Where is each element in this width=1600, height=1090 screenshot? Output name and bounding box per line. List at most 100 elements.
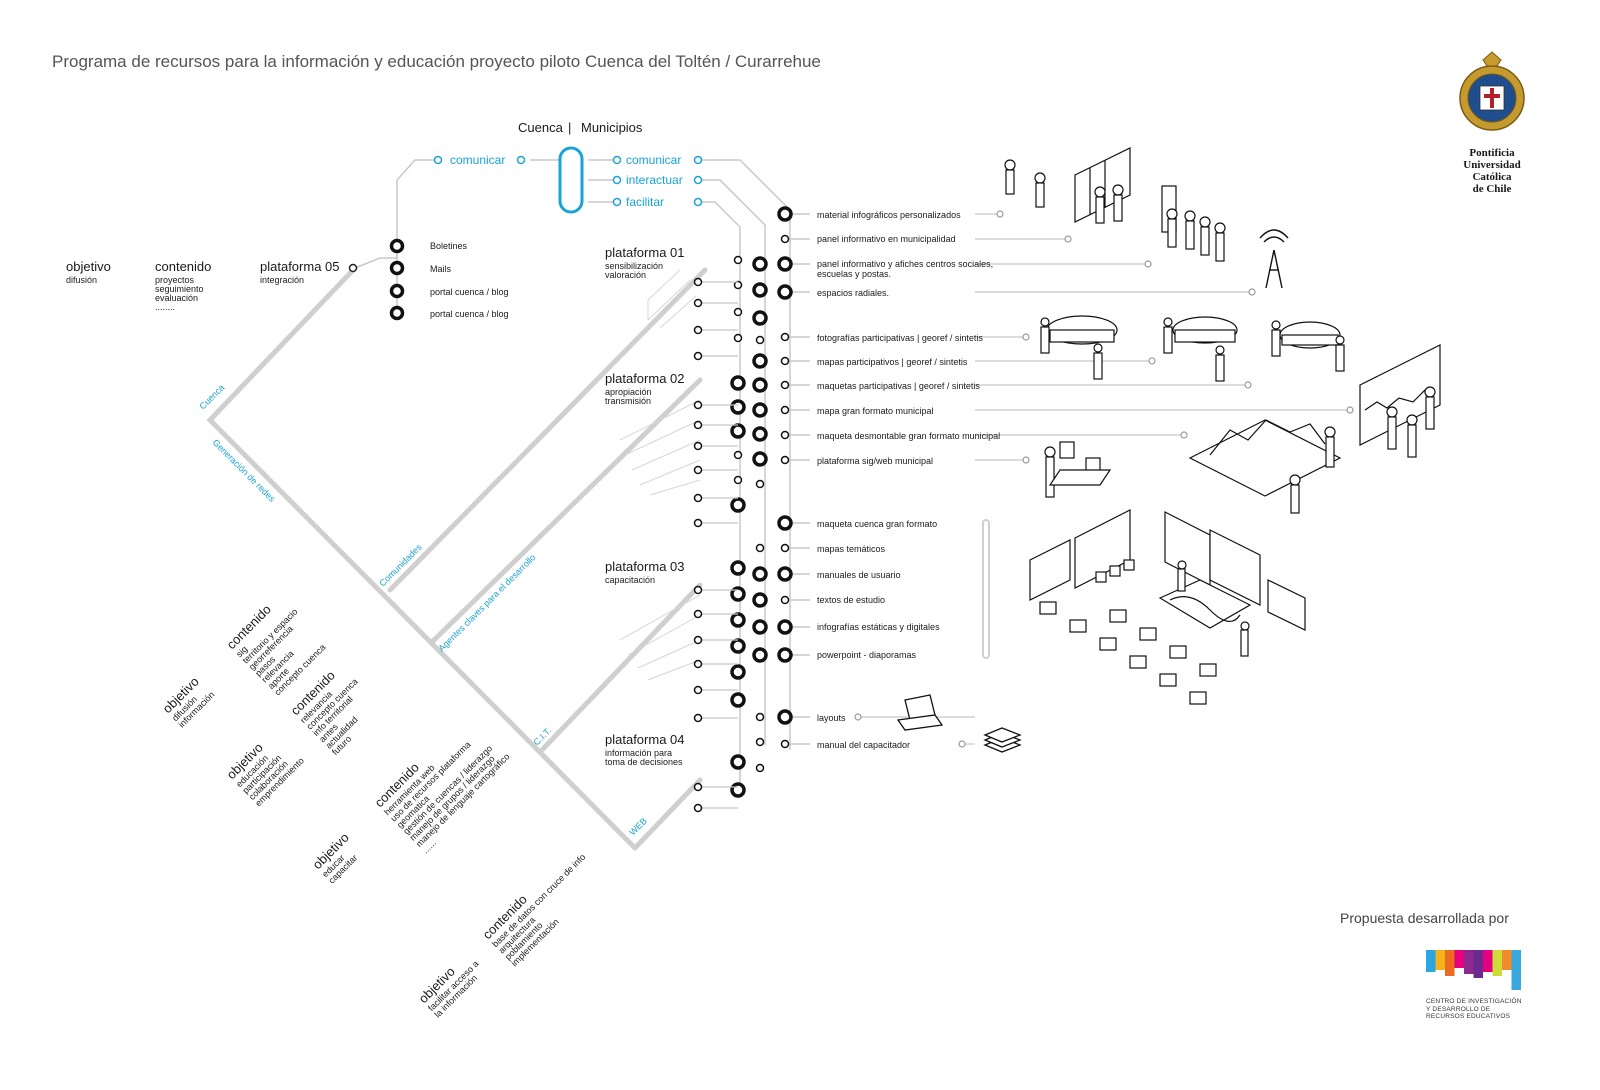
entry-node xyxy=(693,420,703,430)
legend-contenido-1: proyectos xyxy=(155,275,195,285)
rotated-block-4: objetivo educación participación colabor… xyxy=(224,740,306,808)
entry-node xyxy=(693,441,703,451)
legend-objetivo-val: difusión xyxy=(66,275,97,285)
matrix-node-small xyxy=(755,763,765,773)
resource-end-dot xyxy=(1148,357,1156,365)
platform-04-name: plataforma 04 xyxy=(605,732,685,747)
entry-node xyxy=(693,400,703,410)
resource-node xyxy=(777,284,793,300)
resource-15: infografías estáticas y digitales xyxy=(817,622,940,632)
comunicar-left-node xyxy=(433,155,443,165)
matrix-node xyxy=(730,375,746,391)
comunicar-left-label: comunicar xyxy=(450,153,505,167)
comunicar-right-label: comunicar xyxy=(626,153,681,167)
matrix-node xyxy=(730,664,746,680)
tree-lines xyxy=(206,265,708,851)
uc-logo: Pontificia Universidad Católica de Chile xyxy=(1452,50,1532,195)
matrix-node xyxy=(752,402,768,418)
resource-4: espacios radiales. xyxy=(817,288,889,298)
platform-01-name: plataforma 01 xyxy=(605,245,685,260)
antenna-icon xyxy=(1259,229,1289,289)
cider-logo-bar xyxy=(1511,950,1521,990)
p5-item-4: portal cuenca / blog xyxy=(430,309,509,319)
matrix-node xyxy=(752,566,768,582)
resource-node xyxy=(777,256,793,272)
resource-node xyxy=(777,206,793,222)
resource-3a: panel informativo y afiches centros soci… xyxy=(817,259,993,269)
matrix-node-small xyxy=(733,450,743,460)
matrix-node xyxy=(752,592,768,608)
rotated-block-8: objetivo facilitar acceso a la informaci… xyxy=(416,959,481,1020)
matrix-node-small xyxy=(733,333,743,343)
cider-logo-bar xyxy=(1426,950,1436,972)
resource-node-small xyxy=(780,332,790,342)
resource-end-dot xyxy=(1022,333,1030,341)
blue-capsule xyxy=(558,146,584,214)
matrix-node xyxy=(752,647,768,663)
credit-text: Propuesta desarrollada por xyxy=(1340,910,1509,926)
resource-node-small xyxy=(780,455,790,465)
resource-8: mapa gran formato municipal xyxy=(817,406,934,416)
resource-10: plataforma sig/web municipal xyxy=(817,456,933,466)
cider-text-line: CENTRO DE INVESTIGACIÓN xyxy=(1426,998,1522,1005)
resource-node-small xyxy=(780,595,790,605)
resource-1: material infográficos personalizados xyxy=(817,210,961,220)
entry-node xyxy=(693,465,703,475)
uc-seal-icon xyxy=(1459,51,1525,131)
matrix-node xyxy=(752,282,768,298)
resource-node xyxy=(777,566,793,582)
matrix-node xyxy=(730,560,746,576)
matrix-node-small xyxy=(755,543,765,553)
facilitar-node xyxy=(612,197,622,207)
resource-node xyxy=(777,515,793,531)
entry-node xyxy=(693,803,703,813)
matrix-node xyxy=(752,451,768,467)
branch-agentes: Agentes claves para el desarrollo xyxy=(436,552,537,653)
interactuar-label: interactuar xyxy=(626,173,683,187)
legend-contenido-4: ........ xyxy=(155,302,175,312)
resource-18: manual del capacitador xyxy=(817,740,910,750)
platform-02-sub1: apropiación xyxy=(605,387,652,397)
cider-text-line: RECURSOS EDUCATIVOS xyxy=(1426,1013,1511,1020)
legend-contenido-3: evaluación xyxy=(155,293,198,303)
uc-name-line: Universidad xyxy=(1463,159,1521,171)
resource-3b: escuelas y postas. xyxy=(817,269,891,279)
entry-node xyxy=(693,713,703,723)
resource-node-small xyxy=(780,543,790,553)
rotated-block-7: contenido base de datos con cruce de inf… xyxy=(480,852,588,968)
matrix-node xyxy=(730,638,746,654)
resource-12: mapas temáticos xyxy=(817,544,886,554)
cider-logo-bars xyxy=(1426,950,1521,990)
matrix-node xyxy=(730,612,746,628)
matrix-node-small xyxy=(733,307,743,317)
p5-item-1: Boletines xyxy=(430,241,468,251)
entry-node xyxy=(693,277,703,287)
resource-node xyxy=(777,709,793,725)
illustration-wall-map xyxy=(1359,344,1441,458)
matrix-node xyxy=(730,692,746,708)
resource-node-small xyxy=(780,739,790,749)
matrix-node xyxy=(730,399,746,415)
matrix-node xyxy=(752,619,768,635)
legend-contenido: contenido xyxy=(155,259,211,274)
platform-02-sub2: transmisión xyxy=(605,396,651,406)
plataforma-05-sub: integración xyxy=(260,275,304,285)
resource-6: mapas participativos | georef / sintetis xyxy=(817,357,968,367)
hatch-lines xyxy=(619,269,701,681)
resource-node-small xyxy=(780,380,790,390)
entry-node xyxy=(693,351,703,361)
illustration-classroom xyxy=(1029,509,1306,705)
node-layer xyxy=(693,206,1354,813)
resource-11: maqueta cuenca gran formato xyxy=(817,519,937,529)
p5-root-node xyxy=(348,263,358,273)
matrix-node xyxy=(752,353,768,369)
cider-logo-bar xyxy=(1483,950,1493,972)
cider-text: CENTRO DE INVESTIGACIÓN Y DESARROLLO DE … xyxy=(1426,998,1536,1021)
platform-01-sub2: valoración xyxy=(605,270,646,280)
illustration-table-groups xyxy=(1040,315,1345,382)
resource-end-dot xyxy=(854,713,862,721)
matrix-node xyxy=(730,754,746,770)
resource-end-dot xyxy=(1248,288,1256,296)
resource-end-dot xyxy=(1022,456,1030,464)
resource-node-small xyxy=(780,405,790,415)
